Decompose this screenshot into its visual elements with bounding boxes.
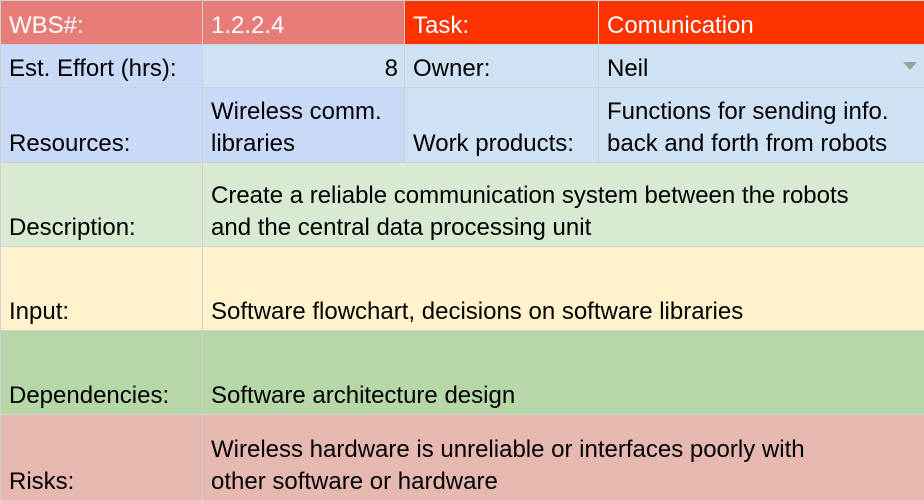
description-line1: Create a reliable communication system b…: [211, 180, 918, 212]
resources-value-cell[interactable]: Wireless comm. libraries: [203, 88, 405, 163]
resources-label-cell[interactable]: Resources:: [1, 88, 203, 163]
risks-label: Risks:: [9, 468, 74, 495]
description-row: Description: Create a reliable communica…: [1, 163, 924, 247]
resources-row: Resources: Wireless comm. libraries Work…: [1, 88, 924, 163]
effort-label-cell[interactable]: Est. Effort (hrs):: [1, 45, 203, 88]
input-value-cell[interactable]: Software flowchart, decisions on softwar…: [203, 247, 924, 331]
risks-row: Risks: Wireless hardware is unreliable o…: [1, 415, 924, 501]
description-label-cell[interactable]: Description:: [1, 163, 203, 247]
input-label: Input:: [9, 298, 69, 325]
risks-line1: Wireless hardware is unreliable or inter…: [211, 434, 918, 466]
input-label-cell[interactable]: Input:: [1, 247, 203, 331]
wbs-value-cell[interactable]: 1.2.2.4: [203, 1, 405, 45]
effort-label: Est. Effort (hrs):: [9, 55, 177, 82]
effort-row: Est. Effort (hrs): 8 Owner: Neil: [1, 45, 924, 88]
owner-value: Neil: [607, 55, 648, 82]
owner-label: Owner:: [413, 55, 490, 82]
risks-label-cell[interactable]: Risks:: [1, 415, 203, 501]
resources-value-line1: Wireless comm.: [211, 96, 398, 128]
risks-value-cell[interactable]: Wireless hardware is unreliable or inter…: [203, 415, 924, 501]
effort-value-cell[interactable]: 8: [203, 45, 405, 88]
work-products-value-cell[interactable]: Functions for sending info. back and for…: [599, 88, 924, 163]
chevron-down-icon[interactable]: [903, 62, 917, 70]
description-value-cell[interactable]: Create a reliable communication system b…: [203, 163, 924, 247]
resources-value-line2: libraries: [211, 128, 398, 160]
task-value-cell[interactable]: Comunication: [599, 1, 924, 45]
owner-label-cell[interactable]: Owner:: [405, 45, 599, 88]
risks-line2: other software or hardware: [211, 466, 918, 498]
wbs-value: 1.2.2.4: [211, 12, 284, 39]
resources-label: Resources:: [9, 130, 130, 157]
input-value: Software flowchart, decisions on softwar…: [211, 298, 743, 325]
header-row: WBS#: 1.2.2.4 Task: Comunication: [1, 1, 924, 45]
dependencies-value: Software architecture design: [211, 382, 515, 409]
dependencies-label-cell[interactable]: Dependencies:: [1, 331, 203, 415]
work-products-line2: back and forth from robots: [607, 128, 918, 160]
wbs-label-cell[interactable]: WBS#:: [1, 1, 203, 45]
dependencies-value-cell[interactable]: Software architecture design: [203, 331, 924, 415]
owner-dropdown[interactable]: Neil: [599, 45, 924, 88]
dependencies-row: Dependencies: Software architecture desi…: [1, 331, 924, 415]
task-label-cell[interactable]: Task:: [405, 1, 599, 45]
work-products-label: Work products:: [413, 130, 574, 157]
wbs-label: WBS#:: [9, 12, 84, 39]
effort-value: 8: [385, 55, 398, 82]
work-products-line1: Functions for sending info.: [607, 96, 918, 128]
task-label: Task:: [413, 12, 469, 39]
description-line2: and the central data processing unit: [211, 212, 918, 244]
task-value: Comunication: [607, 12, 754, 39]
input-row: Input: Software flowchart, decisions on …: [1, 247, 924, 331]
description-label: Description:: [9, 214, 136, 241]
work-products-label-cell[interactable]: Work products:: [405, 88, 599, 163]
dependencies-label: Dependencies:: [9, 382, 169, 409]
